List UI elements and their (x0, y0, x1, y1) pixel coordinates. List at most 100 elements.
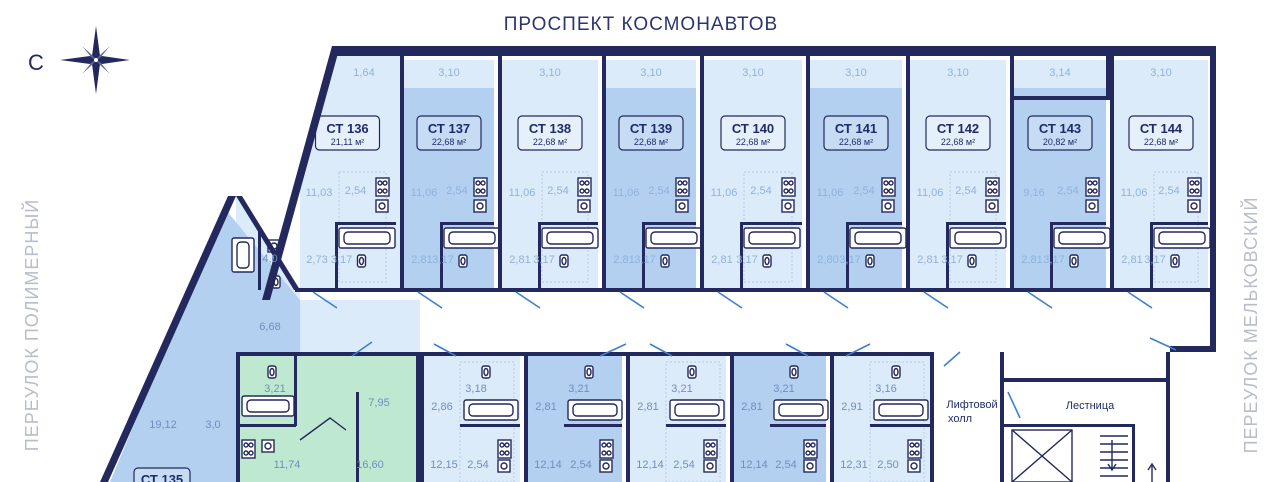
bathtub-icon (338, 227, 396, 249)
stove-burner (987, 188, 993, 194)
street-top-label: ПРОСПЕКТ КОСМОНАВТОВ (504, 14, 778, 35)
toilet-bowl (969, 256, 975, 266)
room-dimension: 9,16 (1023, 187, 1044, 199)
unit-label: СТ 144 (1140, 121, 1183, 136)
door-swing (417, 291, 443, 309)
interior-wall (846, 222, 902, 225)
partition-wall (700, 56, 704, 288)
outer-wall (1098, 46, 1214, 56)
stove-burner (480, 180, 486, 186)
interior-wall (666, 424, 726, 427)
stove-burner (601, 450, 607, 456)
sink-icon (577, 199, 591, 213)
interior-wall (356, 392, 359, 482)
stove-burner (606, 450, 612, 456)
stove-burner (504, 450, 510, 456)
wall (416, 352, 420, 482)
room-dimension: 6,68 (259, 321, 280, 333)
bathtub-inner (854, 231, 902, 245)
room-dimension: 11,03 (306, 187, 333, 199)
room-dimension: 2,80 (817, 254, 838, 266)
stair-arrow-icon (1107, 463, 1117, 472)
wall (1000, 378, 1170, 382)
corridor-fill-left (300, 300, 420, 352)
room-guide (563, 361, 617, 482)
unit-label-box (823, 115, 889, 151)
stove-burner (883, 188, 889, 194)
interior-wall (240, 424, 296, 427)
wall (626, 352, 730, 356)
partition-wall (626, 352, 630, 482)
street-right-label: ПЕРЕУЛОК МЕЛЬКОВСКИЙ (1240, 197, 1261, 454)
stove-icon (497, 439, 512, 459)
room-dimension: 11,06 (613, 187, 640, 199)
stove-burner (783, 180, 789, 186)
wall (730, 352, 830, 356)
bathtub-icon (231, 237, 255, 273)
stove-burner (788, 180, 794, 186)
stove-burner (248, 450, 254, 456)
stove-burner (682, 180, 688, 186)
compass-letter: С (28, 50, 44, 75)
stove-burner (682, 188, 688, 194)
dimension-label: 3,10 (539, 67, 560, 79)
bathtub-icon (873, 399, 929, 421)
toilet-bowl (689, 367, 695, 377)
bathtub-icon (541, 227, 599, 249)
room-guide (665, 361, 721, 482)
bathtub-inner (546, 231, 594, 245)
sink-basin (500, 462, 508, 470)
unit-СТ 142-fill (910, 60, 1006, 288)
stove-burner (883, 180, 889, 186)
interior-wall (1050, 222, 1053, 288)
room-guide (849, 171, 893, 283)
outer-wall (332, 46, 436, 56)
room-dimension: 2,81 (1021, 254, 1042, 266)
stove-burner (1194, 180, 1200, 186)
room-dimension: 19,12 (149, 419, 177, 431)
dimension-label: 3,14 (1049, 67, 1070, 79)
room-dimension: 2,54 (1158, 185, 1179, 197)
partition-wall (730, 352, 734, 482)
door-swing (943, 351, 961, 367)
unit-СТ 139-fill (606, 60, 696, 288)
door-swing (717, 291, 743, 309)
unit-СТ 137-fill (404, 60, 494, 288)
unit-СТ 138-fill (502, 60, 598, 288)
sink-basin (602, 462, 610, 470)
stove-icon (473, 177, 488, 197)
bathtub-inner (448, 231, 496, 245)
stove-burner (992, 180, 998, 186)
room-dimension: 4,0 (262, 253, 277, 265)
stove-burner (1087, 180, 1093, 186)
stove-burner (248, 442, 254, 448)
stove-icon (599, 439, 614, 459)
toilet-bowl (586, 367, 592, 377)
bathtub-inner (748, 231, 796, 245)
sink-icon (1187, 199, 1201, 213)
stove-burner (805, 442, 811, 448)
bathtub-icon (645, 227, 703, 249)
bathtub-inner (1158, 231, 1206, 245)
balcony-fill (910, 60, 1006, 88)
room-dimension: 11,06 (711, 187, 738, 199)
door-swing (1027, 291, 1053, 309)
room-dimension: 3,21 (773, 383, 794, 395)
unit-label: СТ 138 (529, 121, 571, 136)
door-swing (515, 291, 541, 309)
partition-wall (906, 56, 910, 288)
room-dimension: 3,17 (839, 254, 860, 266)
interior-wall (258, 230, 261, 290)
sink-basin (476, 202, 484, 210)
unit-СТ 141-fill (810, 60, 902, 288)
bathtub-icon (669, 399, 725, 421)
stove-burner (584, 188, 590, 194)
toilet-bowl (893, 367, 899, 377)
door-swing (785, 343, 809, 357)
diagonal-wall (100, 196, 236, 482)
room-dimension: 2,54 (467, 459, 488, 471)
wall (1010, 56, 1014, 100)
door-swing (433, 343, 457, 357)
room-dimension: 2,50 (877, 459, 898, 471)
room-dimension: 2,54 (775, 459, 796, 471)
